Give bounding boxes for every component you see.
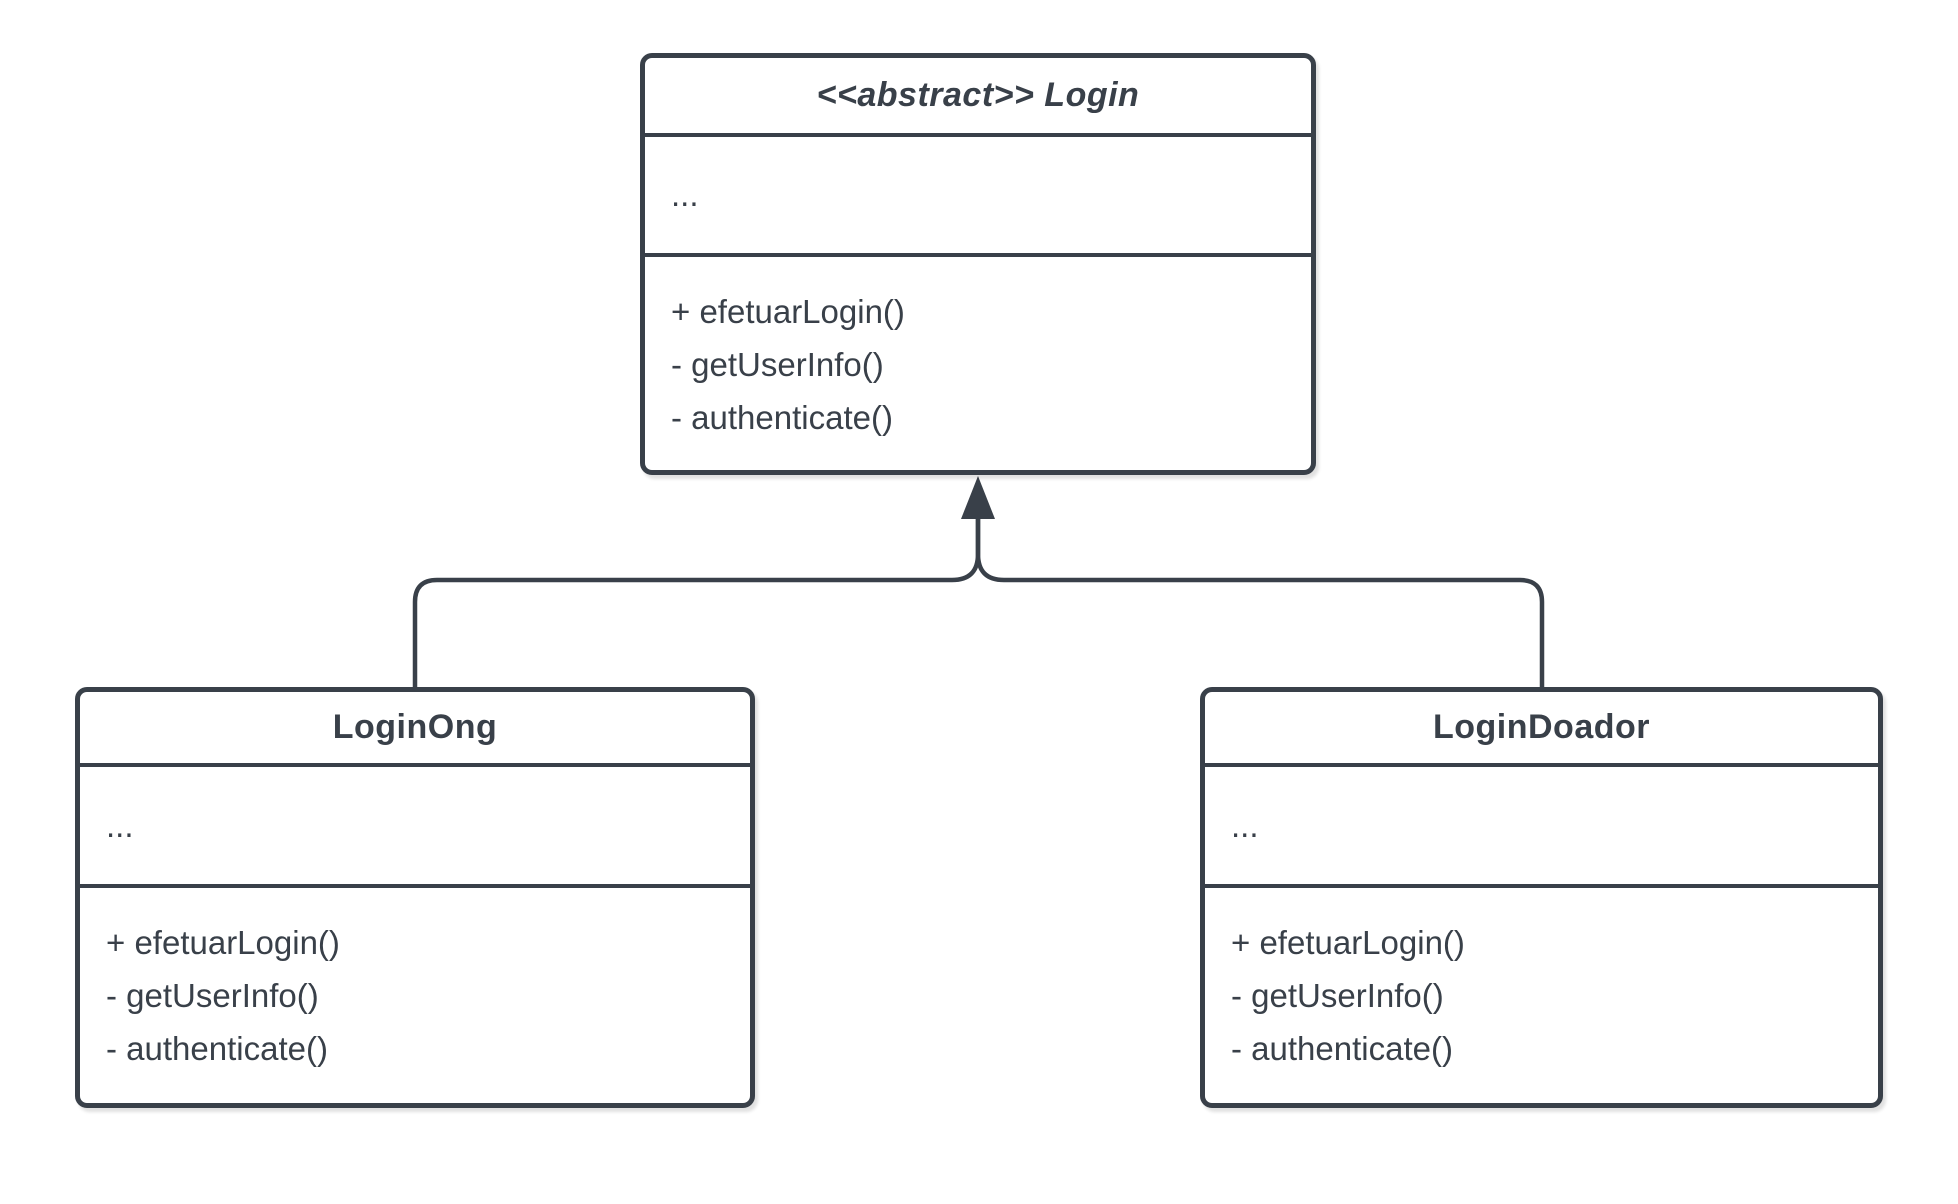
method-item: - authenticate() (106, 1030, 328, 1067)
method-item: - getUserInfo() (1231, 977, 1444, 1014)
class-title: LoginDoador (1432, 708, 1651, 746)
class-header-logindoador: LoginDoador (1205, 692, 1878, 767)
method-item: - authenticate() (671, 399, 893, 436)
class-methods-logindoador: + efetuarLogin() - getUserInfo() - authe… (1205, 888, 1878, 1103)
class-attributes-loginong: ... (80, 767, 750, 888)
class-header-loginong: LoginOng (80, 692, 750, 767)
edge-logindoador-to-login (975, 508, 1545, 689)
method-item: - getUserInfo() (671, 346, 884, 383)
method-item: + efetuarLogin() (106, 924, 340, 961)
method-item: + efetuarLogin() (1231, 924, 1465, 961)
class-box-login: <<abstract>> Login ... + efetuarLogin() … (640, 53, 1316, 475)
class-attributes-login: ... (645, 137, 1311, 257)
attributes-placeholder: ... (1231, 806, 1259, 844)
edge-loginong-to-login (412, 508, 981, 689)
attributes-placeholder: ... (671, 176, 699, 213)
method-item: + efetuarLogin() (671, 293, 905, 330)
inheritance-arrowhead-icon (961, 476, 995, 519)
class-box-logindoador: LoginDoador ... + efetuarLogin() - getUs… (1200, 687, 1883, 1108)
class-title: LoginOng (332, 708, 498, 746)
method-item: - authenticate() (1231, 1030, 1453, 1067)
class-header-login: <<abstract>> Login (645, 58, 1311, 137)
attributes-placeholder: ... (106, 806, 134, 844)
class-methods-login: + efetuarLogin() - getUserInfo() - authe… (645, 257, 1311, 470)
class-attributes-logindoador: ... (1205, 767, 1878, 888)
class-title: <<abstract>> Login (816, 76, 1140, 114)
method-item: - getUserInfo() (106, 977, 319, 1014)
class-box-loginong: LoginOng ... + efetuarLogin() - getUserI… (75, 687, 755, 1108)
class-methods-loginong: + efetuarLogin() - getUserInfo() - authe… (80, 888, 750, 1103)
